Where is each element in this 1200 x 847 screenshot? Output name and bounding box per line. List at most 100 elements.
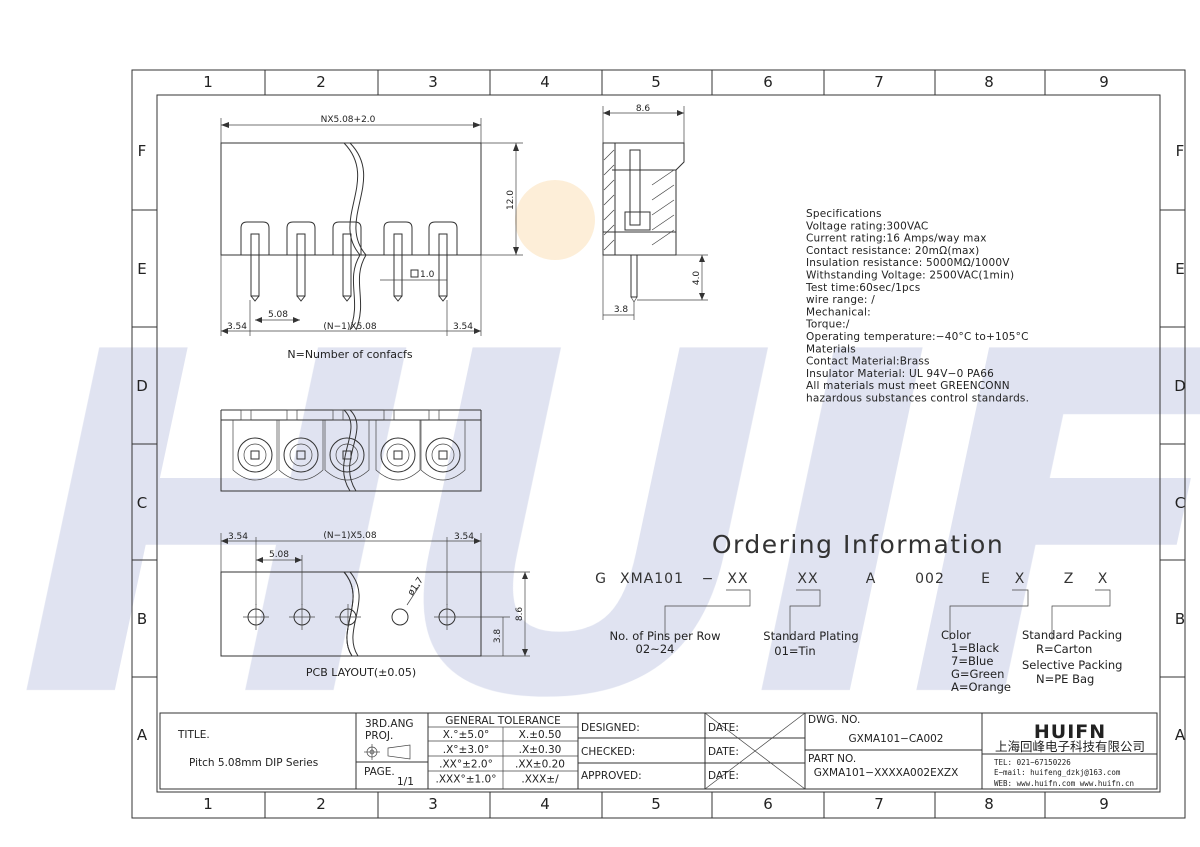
dim-pitch: 5.08	[268, 310, 288, 320]
pcb-left-dim: 3.54	[228, 532, 248, 542]
projection-label: 3RD.ANG	[365, 718, 414, 730]
dim-right: 3.54	[453, 322, 473, 332]
code-seg-plating: XX	[797, 571, 818, 587]
page-value: 1/1	[397, 776, 414, 788]
row-label: C	[137, 494, 147, 512]
col-label: 2	[316, 73, 326, 91]
watermark-text: HUIFN	[0, 255, 1200, 802]
col-label: 3	[428, 795, 438, 813]
row-label: A	[1175, 726, 1186, 744]
col-label: 7	[874, 795, 884, 813]
color-option: G=Green	[951, 667, 1004, 681]
color-option: 7=Blue	[951, 654, 993, 668]
column-labels-top: 1 2 3 4 5 6 7 8 9	[203, 73, 1109, 91]
pin-len-dim: 4.0	[692, 271, 702, 286]
tolerance-cell: X.±0.50	[519, 729, 562, 741]
tolerance-cell: .X°±3.0°	[443, 744, 490, 756]
spec-line: Withstanding Voltage: 2500VAC(1min)	[806, 270, 1014, 282]
col-label: 5	[651, 795, 661, 813]
title-value: Pitch 5.08mm DIP Series	[189, 757, 318, 769]
pin-socket	[428, 221, 458, 302]
pcb-right-dim: 3.54	[454, 532, 474, 542]
approved-label: APPROVED:	[581, 770, 642, 782]
dim-left: 3.54	[227, 322, 247, 332]
company-logo: HUIFN	[1034, 721, 1106, 743]
color-label: Color	[941, 628, 971, 642]
side-width-dim: 8.6	[636, 104, 651, 114]
tolerance-cell: .XXX°±1.0°	[436, 773, 497, 785]
offset-dim: 3.8	[614, 305, 629, 315]
col-label: 1	[203, 795, 213, 813]
row-label: B	[137, 610, 147, 628]
pcb-hole	[391, 608, 409, 626]
part-label: PART NO.	[808, 753, 856, 765]
spec-line: Materials	[806, 343, 856, 355]
terminal-screw	[420, 409, 466, 481]
page-label: PAGE.	[364, 766, 395, 778]
col-label: 6	[763, 795, 773, 813]
terminal-screw	[375, 409, 421, 481]
checked-label: CHECKED:	[581, 746, 635, 758]
spec-line: Test time:60sec/1pcs	[805, 282, 920, 294]
pcb-pitch-dim: 5.08	[269, 550, 289, 560]
spec-line: Insulation resistance: 5000MΩ/1000V	[806, 257, 1010, 269]
row-label: C	[1175, 494, 1185, 512]
plating-value: 01=Tin	[774, 644, 815, 658]
code-seg-dash: −	[702, 571, 715, 587]
pins-range: 02~24	[636, 642, 675, 656]
designed-label: DESIGNED:	[581, 722, 640, 734]
pcb-height-dim: 8.6	[515, 607, 525, 622]
terminal-screw	[232, 409, 278, 481]
color-option: 1=Black	[951, 641, 999, 655]
tolerance-cell: .X±0.30	[519, 744, 562, 756]
col-label: 1	[203, 73, 213, 91]
spec-line: Mechanical:	[806, 306, 871, 318]
col-label: 9	[1099, 795, 1109, 813]
selective-value: N=PE Bag	[1036, 672, 1094, 686]
top-view	[220, 409, 482, 492]
watermark-dot	[515, 180, 595, 260]
company-tel: TEL: 021−67150226	[994, 758, 1071, 767]
spec-line: Specifications	[806, 208, 882, 220]
dim-overall: NX5.08+2.0	[321, 115, 376, 125]
square-dim: 1.0	[420, 270, 435, 280]
code-seg-series: XMA101	[620, 571, 684, 587]
code-seg-z: Z	[1064, 571, 1075, 587]
spec-line: wire range: /	[806, 294, 875, 306]
row-label: E	[1175, 260, 1184, 278]
pin-socket	[332, 221, 362, 302]
spec-line: Contact Material:Brass	[806, 356, 930, 368]
spec-line: Contact resistance: 20mΩ(max)	[806, 245, 979, 257]
pin-socket	[383, 221, 413, 302]
company-web: WEB: www.huifn.com www.huifn.cn	[994, 779, 1134, 788]
dwg-value: GXMA101−CA002	[849, 733, 944, 745]
column-labels-bottom: 1 2 3 4 5 6 7 8 9	[203, 795, 1109, 813]
pcb-hole	[335, 604, 361, 630]
row-label: B	[1175, 610, 1185, 628]
selective-label: Selective Packing	[1022, 658, 1122, 672]
title-label: TITLE.	[177, 729, 210, 741]
border-frame	[131, 69, 1186, 819]
code-seg-a: A	[866, 571, 877, 587]
pcb-span-dim: (N−1)X5.08	[323, 531, 377, 541]
pcb-hole	[289, 604, 315, 630]
row-labels-left: F E D C B A	[136, 142, 148, 744]
packing-value: R=Carton	[1036, 642, 1092, 656]
title-block: TITLE. Pitch 5.08mm DIP Series 3RD.ANG P…	[159, 712, 1158, 790]
pin-socket	[286, 221, 316, 302]
side-view: 8.6 4.0 3.8	[602, 104, 708, 320]
pcb-layout: 3.54 (N−1)X5.08 3.54 5.08 ø1.7 8.6 3.8 P…	[220, 531, 530, 679]
projection-symbol-icon	[364, 744, 411, 760]
col-label: 4	[540, 795, 550, 813]
row-label: A	[137, 726, 148, 744]
row-labels-right: F E D C B A	[1174, 142, 1186, 744]
spec-line: Voltage rating:300VAC	[806, 220, 928, 232]
row-label: D	[1174, 377, 1186, 395]
code-seg-pack: X	[1098, 571, 1109, 587]
ordering-title: Ordering Information	[712, 530, 1004, 559]
pcb-hole	[434, 604, 460, 630]
pcb-hole	[243, 604, 269, 630]
pcb-row-dim: 3.8	[493, 629, 503, 644]
col-label: 5	[651, 73, 661, 91]
